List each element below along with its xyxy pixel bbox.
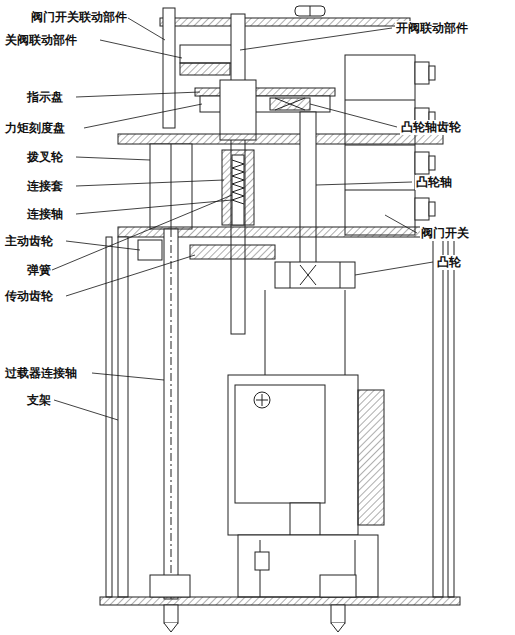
part-label: 过载器连接轴 — [4, 366, 78, 381]
part-label: 主动齿轮 — [4, 234, 54, 249]
part-label: 传动齿轮 — [4, 289, 54, 304]
part-label: 凸轮轴齿轮 — [400, 120, 462, 135]
part-label: 开阀联动部件 — [395, 21, 469, 36]
part-label: 力矩刻度盘 — [4, 121, 66, 136]
part-label: 凸轮 — [436, 255, 462, 270]
part-label: 指示盘 — [26, 90, 64, 105]
part-label: 阀门开关 — [420, 226, 470, 241]
part-label: 关阀联动部件 — [4, 33, 78, 48]
part-label: 阀门开关联动部件 — [30, 10, 128, 25]
part-label: 支架 — [26, 393, 52, 408]
part-label: 拨叉轮 — [26, 150, 64, 165]
part-label: 连接套 — [26, 179, 64, 194]
part-label: 凸轮轴 — [415, 175, 453, 190]
part-label: 弹簧 — [26, 263, 52, 278]
leader-lines — [52, 18, 433, 420]
part-label: 连接轴 — [26, 207, 64, 222]
